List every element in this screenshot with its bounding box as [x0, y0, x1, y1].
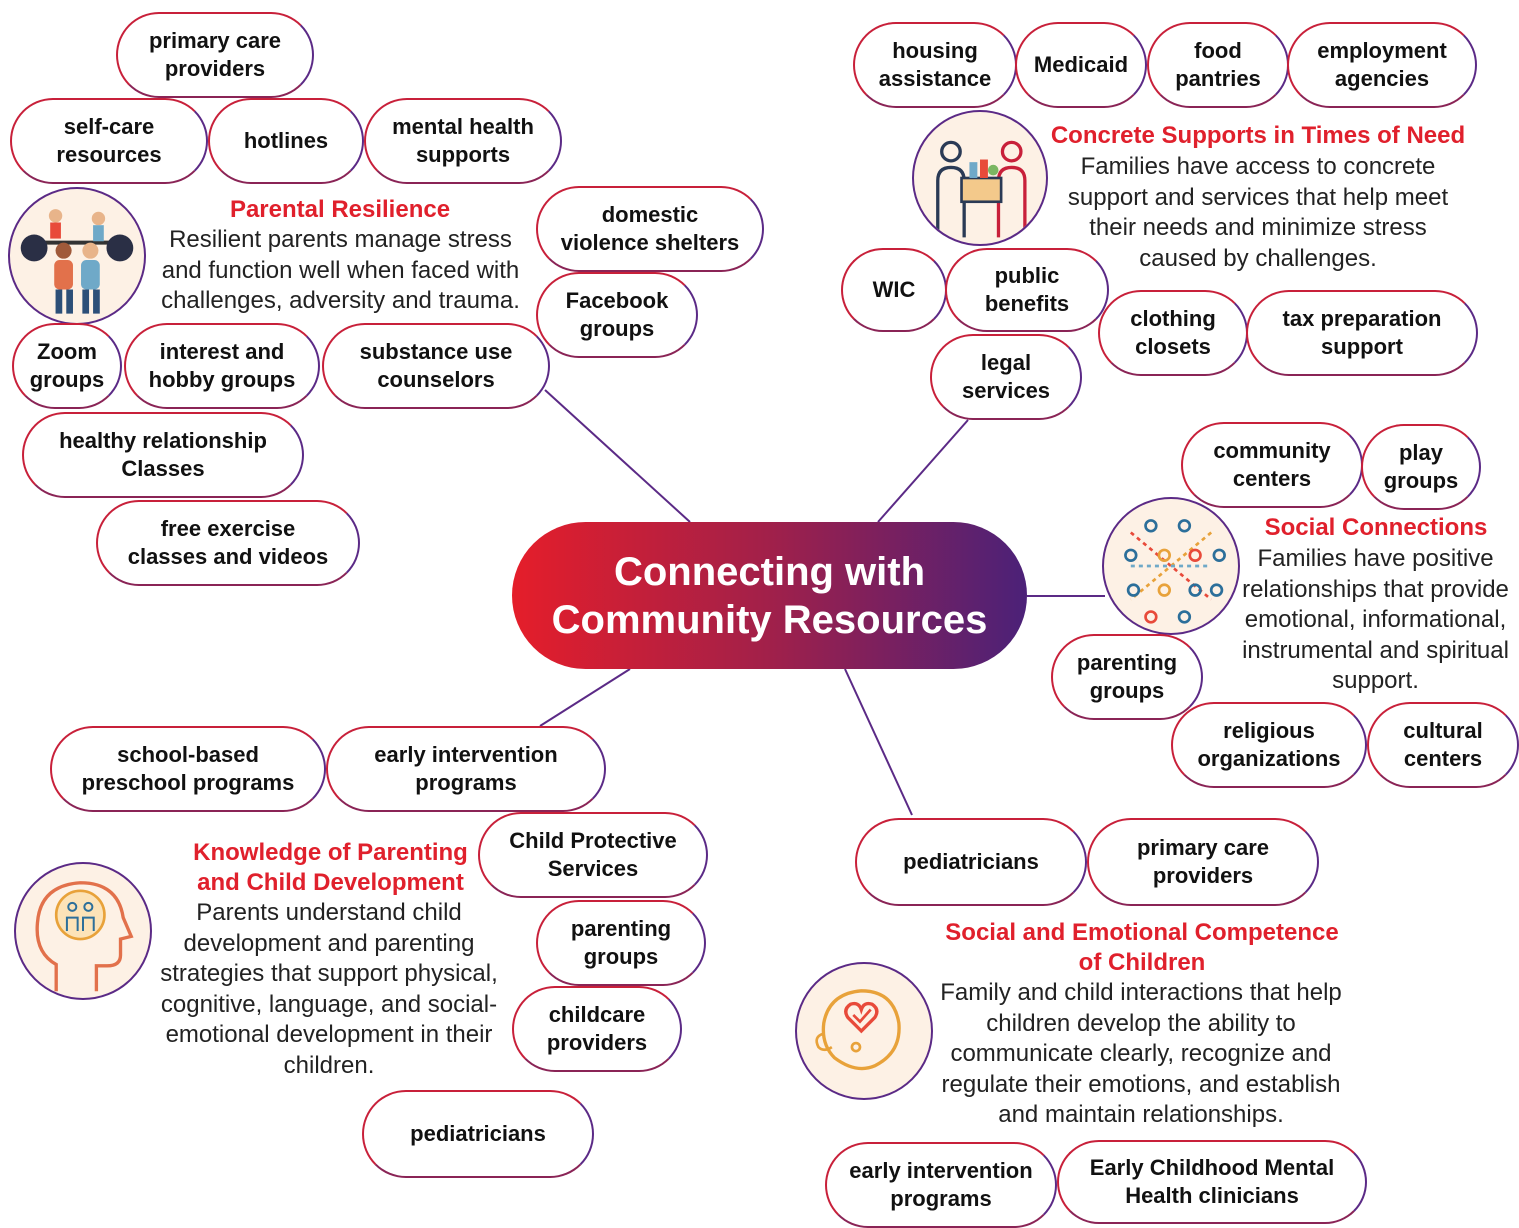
concrete-supports-title: Concrete Supports in Times of Need — [1050, 122, 1466, 149]
resource-facebook-groups[interactable]: Facebook groups — [536, 272, 698, 358]
resource-tax-preparation-support[interactable]: tax preparation support — [1246, 290, 1478, 376]
resource-early-childhood-mental-health-clinicians[interactable]: Early Childhood Mental Health clinicians — [1057, 1140, 1367, 1224]
resource-zoom-groups[interactable]: Zoom groups — [12, 323, 122, 409]
resource-wic[interactable]: WIC — [841, 248, 947, 332]
weightlifting-family-icon — [8, 187, 146, 325]
resource-pediatricians-2[interactable]: pediatricians — [855, 818, 1087, 906]
head-with-family-icon — [14, 862, 152, 1000]
resource-early-intervention-programs[interactable]: early intervention programs — [326, 726, 606, 812]
resource-employment-agencies[interactable]: employment agencies — [1287, 22, 1477, 108]
knowledge-parenting-description: Parents understand child development and… — [160, 899, 498, 1079]
resource-early-intervention-programs-2[interactable]: early intervention programs — [825, 1142, 1057, 1228]
resource-medicaid[interactable]: Medicaid — [1015, 22, 1147, 108]
resource-hotlines[interactable]: hotlines — [208, 98, 364, 184]
resource-community-centers[interactable]: community centers — [1181, 422, 1363, 508]
child-heart-icon — [795, 962, 933, 1100]
resource-play-groups[interactable]: play groups — [1361, 424, 1481, 510]
resource-housing-assistance[interactable]: housing assistance — [853, 22, 1017, 108]
resource-public-benefits[interactable]: public benefits — [945, 248, 1109, 332]
resource-mental-health-supports[interactable]: mental health supports — [364, 98, 562, 184]
resource-school-based-preschool-programs[interactable]: school-based preschool programs — [50, 726, 326, 812]
social-connections-description: Families have positive relationships tha… — [1242, 545, 1509, 694]
resource-food-pantries[interactable]: food pantries — [1147, 22, 1289, 108]
resource-self-care-resources[interactable]: self-care resources — [10, 98, 208, 184]
resource-childcare-providers[interactable]: childcare providers — [512, 986, 682, 1072]
resource-parenting-groups[interactable]: parenting groups — [1051, 634, 1203, 720]
parental-resilience-title: Parental Resilience — [229, 196, 451, 223]
resource-healthy-relationship-classes[interactable]: healthy relationship Classes — [22, 412, 304, 498]
resource-free-exercise-classes[interactable]: free exercise classes and videos — [96, 500, 360, 586]
social-connections-title: Social Connections — [1264, 514, 1488, 541]
resource-legal-services[interactable]: legal services — [930, 334, 1082, 420]
groceries-handoff-icon — [912, 110, 1048, 246]
social-emotional-description: Family and child interactions that help … — [940, 979, 1342, 1128]
resource-parenting-groups-2[interactable]: parenting groups — [536, 900, 706, 986]
concrete-supports-description: Families have access to concrete support… — [1067, 153, 1449, 272]
resource-religious-organizations[interactable]: religious organizations — [1171, 702, 1367, 788]
central-topic: Connecting with Community Resources — [512, 522, 1027, 669]
resource-primary-care-providers-2[interactable]: primary care providers — [1087, 818, 1319, 906]
social-emotional-title: Social and Emotional Competence of Child… — [945, 919, 1339, 976]
resource-interest-hobby-groups[interactable]: interest and hobby groups — [124, 323, 320, 409]
resource-pediatricians[interactable]: pediatricians — [362, 1090, 594, 1178]
knowledge-parenting-title: Knowledge of Parenting and Child Develop… — [193, 839, 468, 896]
resource-child-protective-services[interactable]: Child Protective Services — [478, 812, 708, 898]
resource-substance-use-counselors[interactable]: substance use counselors — [322, 323, 550, 409]
resource-cultural-centers[interactable]: cultural centers — [1367, 702, 1519, 788]
people-network-icon — [1102, 497, 1240, 635]
parental-resilience-description: Resilient parents manage stress and func… — [161, 226, 520, 314]
resource-primary-care-providers[interactable]: primary care providers — [116, 12, 314, 98]
resource-clothing-closets[interactable]: clothing closets — [1098, 290, 1248, 376]
resource-domestic-violence-shelters[interactable]: domestic violence shelters — [536, 186, 764, 272]
